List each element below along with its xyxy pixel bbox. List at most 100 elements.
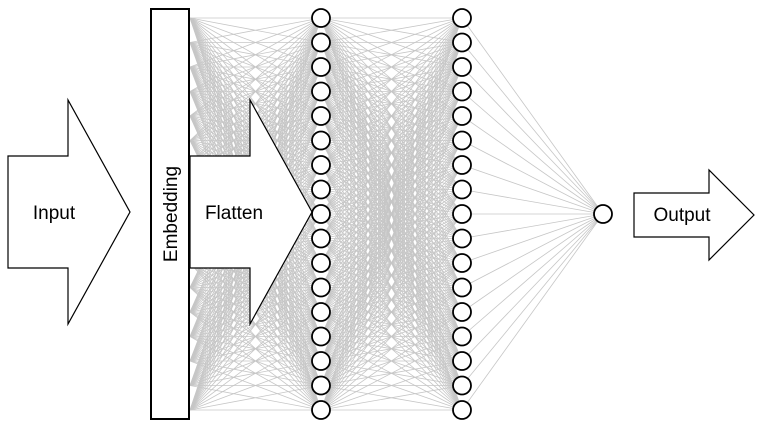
output-layer: [593, 204, 613, 224]
neuron-node: [452, 130, 472, 151]
neuron-node: [311, 57, 331, 77]
output-arrow: Output: [633, 168, 755, 262]
neuron-node: [311, 400, 331, 420]
connection-line: [461, 91, 604, 215]
connection-line: [461, 213, 604, 288]
connection-line: [320, 42, 463, 411]
neuron-node: [452, 155, 472, 175]
neuron-node: [452, 81, 472, 102]
neuron-node: [311, 326, 331, 347]
connection-line: [320, 17, 463, 288]
neuron-node: [452, 326, 472, 347]
connection-line: [320, 213, 463, 411]
connection-line: [320, 360, 463, 411]
neuron-node: [452, 277, 472, 298]
connection-line: [189, 385, 322, 411]
connection-line: [320, 17, 463, 411]
connection-line: [320, 17, 463, 386]
hidden-layer-2: [452, 8, 472, 420]
flatten-arrow: Flatten: [189, 97, 313, 327]
connection-line: [320, 17, 463, 68]
connection-line: [320, 385, 463, 411]
neuron-node: [452, 204, 472, 224]
connection-line: [320, 66, 463, 411]
connection-line: [320, 17, 463, 190]
connection-line: [320, 17, 463, 337]
connection-line: [320, 17, 463, 166]
neuron-node: [311, 179, 331, 200]
connection-line: [189, 238, 322, 411]
connection-line: [320, 17, 463, 92]
connection-line: [461, 213, 604, 337]
neuron-node: [311, 375, 331, 396]
connection-line: [189, 17, 322, 43]
neuron-node: [452, 32, 472, 53]
connection-line: [320, 262, 463, 411]
output-neuron-node: [593, 204, 613, 224]
neuron-node: [452, 375, 472, 396]
neuron-node: [311, 8, 331, 28]
connection-line: [320, 336, 463, 411]
connection-line: [189, 311, 322, 411]
neuron-node: [311, 253, 331, 273]
connection-line: [320, 17, 463, 264]
neuron-node: [452, 400, 472, 420]
connection-line: [320, 17, 463, 117]
connection-line: [461, 213, 604, 386]
connection-line: [461, 213, 604, 411]
connection-line: [461, 213, 604, 239]
connection-line: [189, 17, 322, 166]
connection-line: [461, 189, 604, 215]
connections-hidden-1-to-hidden-2: [320, 17, 463, 411]
neuron-node: [452, 8, 472, 28]
neuron-node: [311, 81, 331, 102]
connection-line: [461, 213, 604, 264]
neuron-node: [311, 302, 331, 322]
connection-line: [461, 213, 604, 362]
neuron-node: [311, 32, 331, 53]
connection-line: [320, 17, 463, 215]
connection-line: [461, 17, 604, 215]
connections-hidden-2-to-output: [461, 17, 604, 411]
connection-line: [320, 311, 463, 411]
connection-line: [461, 164, 604, 215]
neuron-node: [452, 228, 472, 249]
connection-line: [320, 189, 463, 411]
embedding-layer: Embedding: [150, 8, 190, 420]
hidden-layer-1: [311, 8, 331, 420]
embedding-label: Embedding: [161, 166, 182, 262]
neuron-node: [311, 106, 331, 126]
neuron-node: [311, 277, 331, 298]
connection-line: [320, 17, 463, 362]
neuron-node: [452, 351, 472, 371]
connection-line: [461, 42, 604, 215]
connection-line: [189, 17, 322, 68]
connection-line: [320, 17, 463, 43]
connection-line: [320, 17, 463, 239]
connection-line: [320, 17, 463, 313]
neuron-node: [311, 351, 331, 371]
neuron-node: [452, 106, 472, 126]
connection-line: [461, 140, 604, 215]
input-label: Input: [33, 203, 76, 224]
neuron-node: [452, 179, 472, 200]
connection-line: [320, 115, 463, 411]
connection-line: [320, 287, 463, 411]
connection-line: [320, 140, 463, 411]
connection-line: [189, 262, 322, 411]
neuron-node: [311, 155, 331, 175]
connection-line: [461, 115, 604, 215]
neuron-node: [452, 253, 472, 273]
flatten-label: Flatten: [205, 203, 263, 224]
neuron-node: [311, 130, 331, 151]
connection-line: [320, 238, 463, 411]
connection-line: [189, 17, 322, 117]
connection-line: [461, 66, 604, 215]
neuron-node: [311, 228, 331, 249]
output-label: Output: [653, 205, 711, 226]
connection-line: [461, 213, 604, 313]
input-arrow: Input: [7, 97, 131, 327]
connection-line: [320, 17, 463, 141]
neuron-node: [452, 57, 472, 77]
